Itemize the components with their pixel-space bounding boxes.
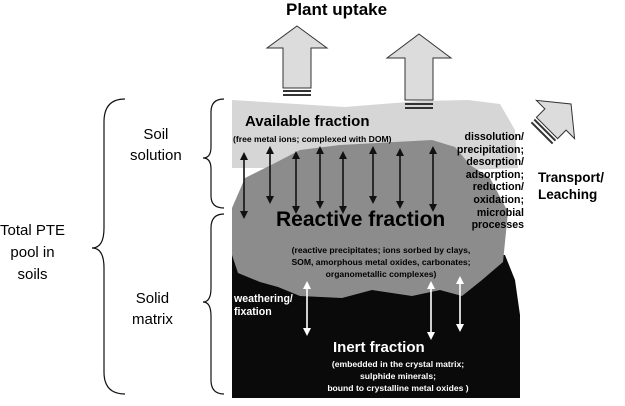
- soil-solution-brace: [202, 98, 225, 209]
- inert-fraction-detail: (embedded in the crystal matrix; sulphid…: [282, 358, 514, 394]
- reactive-fraction-detail: (reactive precipitates; ions sorbed by c…: [236, 244, 526, 280]
- process-line: desorption/: [466, 156, 524, 169]
- process-line: processes: [471, 219, 524, 232]
- process-list: dissolution/ precipitation; desorption/ …: [444, 131, 524, 232]
- reactive-detail-line: SOM, amorphous metal oxides, carbonates;: [291, 257, 471, 267]
- process-line: dissolution/: [464, 131, 524, 143]
- process-line: precipitation;: [456, 143, 524, 156]
- solid-matrix-line: matrix: [132, 311, 173, 328]
- reactive-detail-line: (reactive precipitates; ions sorbed by c…: [291, 245, 471, 255]
- solid-matrix-brace: [202, 213, 225, 395]
- soil-solution-line: Soil: [143, 126, 169, 143]
- weathering-line: weathering/: [234, 293, 293, 305]
- soil-solution-label: Soil solution: [130, 124, 182, 166]
- plant-uptake-arrow-left: [265, 25, 329, 96]
- process-line: reduction/: [472, 181, 524, 194]
- available-fraction-heading: Available fraction: [245, 113, 370, 130]
- process-line: oxidation;: [473, 193, 524, 206]
- weathering-label: weathering/ fixation: [234, 293, 293, 318]
- total-pool-line: Total PTE: [0, 222, 66, 239]
- inert-detail-line: sulphide minerals;: [360, 371, 436, 381]
- total-pool-brace: [91, 98, 126, 395]
- process-line: microbial: [476, 206, 524, 219]
- process-line: adsorption;: [465, 168, 524, 181]
- transport-line: Transport/: [538, 170, 605, 185]
- exchange-arrows: [240, 146, 437, 219]
- solid-matrix-line: Solid: [135, 290, 170, 307]
- total-pool-line: soils: [17, 266, 48, 283]
- transport-arrow: [530, 99, 576, 145]
- transport-line: Leaching: [538, 187, 598, 202]
- fixation-arrows: [303, 276, 464, 340]
- plant-uptake-label: Plant uptake: [286, 0, 388, 19]
- available-fraction-detail: (free metal ions; complexed with DOM): [233, 134, 392, 144]
- plant-uptake-arrow-right: [385, 33, 453, 109]
- inert-detail-line: (embedded in the crystal matrix;: [331, 359, 465, 369]
- reactive-fraction-zone: [232, 140, 508, 298]
- reactive-fraction-heading: Reactive fraction: [276, 208, 446, 231]
- total-pool-label: Total PTE pool in soils: [0, 220, 65, 286]
- transport-label: Transport/ Leaching: [538, 169, 604, 203]
- inert-detail-line: bound to crystalline metal oxides ): [327, 383, 469, 393]
- weathering-line: fixation: [234, 305, 272, 318]
- soil-solution-line: solution: [130, 147, 182, 164]
- reactive-detail-line: organometallic complexes): [325, 269, 437, 279]
- solid-matrix-label: Solid matrix: [132, 288, 173, 330]
- inert-fraction-heading: Inert fraction: [333, 339, 425, 356]
- total-pool-line: pool in: [10, 244, 55, 261]
